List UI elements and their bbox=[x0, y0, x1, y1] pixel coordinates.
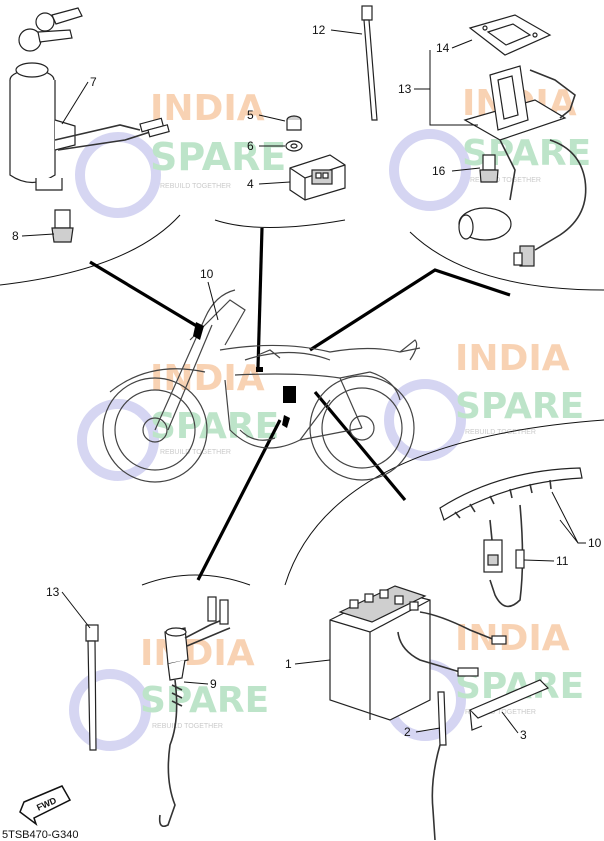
svg-text:REBUILD TOGETHER: REBUILD TOGETHER bbox=[160, 183, 231, 190]
panel-frame-top-left bbox=[0, 214, 181, 286]
neutral-switch-location-marker bbox=[282, 415, 290, 428]
callout-9: 9 bbox=[210, 677, 217, 691]
bolt-8 bbox=[51, 209, 74, 243]
leader-fuel-sender bbox=[309, 268, 511, 352]
bolt-16 bbox=[479, 154, 499, 183]
callout-7: 7 bbox=[90, 75, 97, 89]
panel-frame-top-right bbox=[409, 231, 604, 291]
diagram-code: 5TSB470-G340 bbox=[2, 829, 78, 841]
watermark-mid-right: INDIA SPARE REBUILD TOGETHER bbox=[384, 338, 584, 461]
leader-neutral-switch bbox=[196, 419, 282, 581]
callout-14: 13 bbox=[398, 82, 412, 96]
fuse-11 bbox=[515, 549, 525, 569]
fuel-sender-14 bbox=[458, 65, 587, 267]
battery-1 bbox=[329, 585, 507, 721]
main-switch-assembly bbox=[9, 7, 170, 191]
band-13 bbox=[361, 5, 378, 121]
callout-5: 5 bbox=[247, 108, 254, 122]
ignition-location-marker bbox=[193, 322, 204, 340]
callout-13: 12 bbox=[312, 23, 326, 37]
svg-text:INDIA: INDIA bbox=[455, 618, 570, 659]
svg-text:SPARE: SPARE bbox=[140, 680, 269, 721]
svg-text:INDIA: INDIA bbox=[150, 358, 265, 399]
callout-3: 3 bbox=[520, 728, 527, 742]
callout-8: 8 bbox=[12, 229, 19, 243]
gasket-15 bbox=[468, 14, 552, 56]
svg-text:INDIA: INDIA bbox=[150, 88, 265, 129]
callout-10-right: 10 bbox=[588, 536, 602, 550]
relay-location-marker bbox=[256, 367, 263, 372]
leader-battery bbox=[313, 390, 407, 502]
breather-pipe-2 bbox=[431, 691, 447, 841]
neutral-switch-9 bbox=[158, 596, 231, 828]
callout-12: 13 bbox=[46, 585, 60, 599]
callout-15: 14 bbox=[436, 41, 450, 55]
svg-text:REBUILD TOGETHER: REBUILD TOGETHER bbox=[160, 449, 231, 456]
fwd-arrow-icon: FWD bbox=[19, 785, 72, 827]
svg-text:REBUILD TOGETHER: REBUILD TOGETHER bbox=[470, 177, 541, 184]
svg-text:REBUILD TOGETHER: REBUILD TOGETHER bbox=[465, 709, 536, 716]
bolt-5 bbox=[286, 115, 302, 131]
watermark-bottom-left: INDIA SPARE REBUILD TOGETHER bbox=[69, 633, 269, 751]
callout-4: 4 bbox=[247, 177, 254, 191]
callout-16: 16 bbox=[432, 164, 446, 178]
panel-frame-top-center bbox=[214, 219, 346, 228]
callout-1: 1 bbox=[285, 657, 292, 671]
svg-text:INDIA: INDIA bbox=[140, 633, 255, 674]
battery-band-3 bbox=[468, 679, 550, 731]
leader-relay bbox=[256, 227, 264, 369]
svg-text:REBUILD TOGETHER: REBUILD TOGETHER bbox=[465, 429, 536, 436]
band-12 bbox=[85, 624, 99, 751]
callout-11: 11 bbox=[556, 554, 569, 568]
svg-text:REBUILD TOGETHER: REBUILD TOGETHER bbox=[152, 723, 223, 730]
callout-2: 2 bbox=[404, 725, 411, 739]
panel-frame-bottom-right bbox=[284, 419, 604, 586]
svg-text:INDIA: INDIA bbox=[455, 338, 570, 379]
battery-location-marker bbox=[283, 386, 296, 403]
leader-ignition bbox=[89, 260, 201, 330]
watermark-top-left: INDIA SPARE REBUILD TOGETHER bbox=[75, 88, 286, 218]
callout-6: 6 bbox=[247, 139, 254, 153]
panel-frame-bottom-center bbox=[141, 574, 251, 586]
svg-text:SPARE: SPARE bbox=[455, 386, 584, 427]
washer-6 bbox=[285, 140, 303, 152]
relay-4 bbox=[289, 154, 346, 201]
callout-10-top: 10 bbox=[200, 267, 214, 281]
harness-10 bbox=[439, 467, 583, 608]
svg-text:SPARE: SPARE bbox=[150, 135, 286, 179]
